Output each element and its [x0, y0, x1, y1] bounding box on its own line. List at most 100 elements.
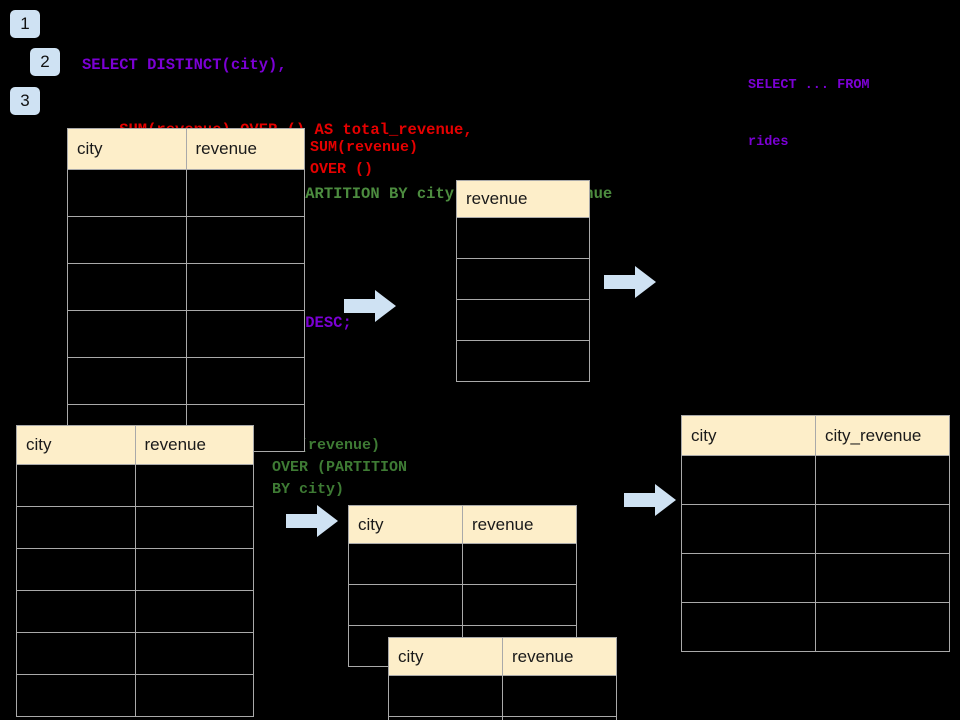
table-row: [456, 217, 590, 259]
total-revenue-table: revenue: [456, 180, 590, 382]
table-cell: [134, 590, 254, 633]
arrow-source-to-total: [344, 290, 396, 322]
table-cell: [185, 263, 305, 311]
table-row: [388, 675, 617, 717]
table-cell: [681, 602, 816, 652]
table-row: [456, 299, 590, 341]
table-cell: [185, 169, 305, 217]
column-header-city-revenue: city_revenue: [815, 415, 950, 456]
table-row: [16, 590, 254, 633]
table-cell: [67, 357, 187, 405]
table-cell: [815, 504, 950, 554]
table-cell: [134, 674, 254, 717]
table-row: [16, 548, 254, 591]
table-cell: [185, 216, 305, 264]
table-cell: [681, 455, 816, 505]
table-cell: [16, 548, 136, 591]
table-cell: [348, 584, 463, 626]
table-row: [456, 340, 590, 382]
table-cell: [456, 299, 590, 341]
table-cell: [134, 548, 254, 591]
annotation-over-empty: SUM(revenue) OVER (): [310, 139, 419, 178]
table-header-row: city city_revenue: [681, 415, 950, 456]
column-header-city: city: [681, 415, 816, 456]
table-cell: [815, 455, 950, 505]
table-header-row: revenue: [456, 180, 590, 218]
source-rides-table-partitioned: city revenue: [16, 425, 254, 717]
column-header-city: city: [348, 505, 463, 544]
table-cell: [16, 506, 136, 549]
table-cell: [456, 258, 590, 300]
table-cell: [456, 340, 590, 382]
column-header-revenue: revenue: [456, 180, 590, 218]
table-body: [16, 464, 254, 717]
step-badge-1: 1: [10, 10, 40, 38]
table-cell: [815, 602, 950, 652]
table-row: [348, 543, 577, 585]
table-row: [681, 553, 950, 603]
annotation-over-partition: SUM(revenue) OVER (PARTITION BY city): [272, 437, 408, 498]
table-cell: [462, 543, 577, 585]
table-body: [388, 675, 617, 720]
table-header-row: city revenue: [16, 425, 254, 465]
table-cell: [67, 216, 187, 264]
table-cell: [16, 464, 136, 507]
table-cell: [456, 217, 590, 259]
sql-aside-snippet: SELECT ... FROM rides: [748, 38, 870, 190]
table-row: [67, 169, 305, 217]
table-cell: [67, 310, 187, 358]
table-row: [16, 632, 254, 675]
city-revenue-result-table: city city_revenue: [681, 415, 950, 652]
table-cell: [681, 553, 816, 603]
table-cell: [388, 716, 503, 720]
table-cell: [681, 504, 816, 554]
table-row: [388, 716, 617, 720]
table-row: [16, 464, 254, 507]
column-header-city: city: [67, 128, 187, 170]
sql-aside-line-1: SELECT ... FROM: [748, 78, 870, 93]
table-body: [681, 455, 950, 652]
table-cell: [16, 674, 136, 717]
table-row: [16, 674, 254, 717]
source-rides-table: city revenue: [67, 128, 305, 452]
table-body: [67, 169, 305, 452]
table-cell: [67, 169, 187, 217]
sql-aside-line-2: rides: [748, 135, 789, 150]
table-row: [67, 310, 305, 358]
table-row: [456, 258, 590, 300]
table-cell: [502, 675, 617, 717]
table-cell: [502, 716, 617, 720]
step-badge-3: 3: [10, 87, 40, 115]
table-header-row: city revenue: [348, 505, 577, 544]
table-row: [348, 584, 577, 626]
column-header-revenue: revenue: [502, 637, 617, 676]
step-badge-2: 2: [30, 48, 60, 76]
table-row: [681, 504, 950, 554]
table-cell: [185, 310, 305, 358]
column-header-city: city: [388, 637, 503, 676]
table-cell: [16, 632, 136, 675]
table-row: [681, 455, 950, 505]
partition-group-b: city revenue: [388, 637, 617, 720]
arrow-total-to-result: [604, 266, 656, 298]
table-header-row: city revenue: [388, 637, 617, 676]
table-cell: [134, 632, 254, 675]
sql-line-1: SELECT DISTINCT(city),: [82, 56, 287, 74]
table-cell: [67, 263, 187, 311]
column-header-city: city: [16, 425, 136, 465]
table-cell: [348, 543, 463, 585]
table-row: [67, 263, 305, 311]
table-cell: [134, 464, 254, 507]
column-header-revenue: revenue: [185, 128, 305, 170]
table-row: [67, 216, 305, 264]
table-cell: [462, 584, 577, 626]
table-cell: [185, 357, 305, 405]
table-row: [681, 602, 950, 652]
arrow-source-to-partition: [286, 505, 338, 537]
column-header-revenue: revenue: [462, 505, 577, 544]
table-header-row: city revenue: [67, 128, 305, 170]
table-cell: [815, 553, 950, 603]
table-body: [456, 217, 590, 382]
table-cell: [134, 506, 254, 549]
